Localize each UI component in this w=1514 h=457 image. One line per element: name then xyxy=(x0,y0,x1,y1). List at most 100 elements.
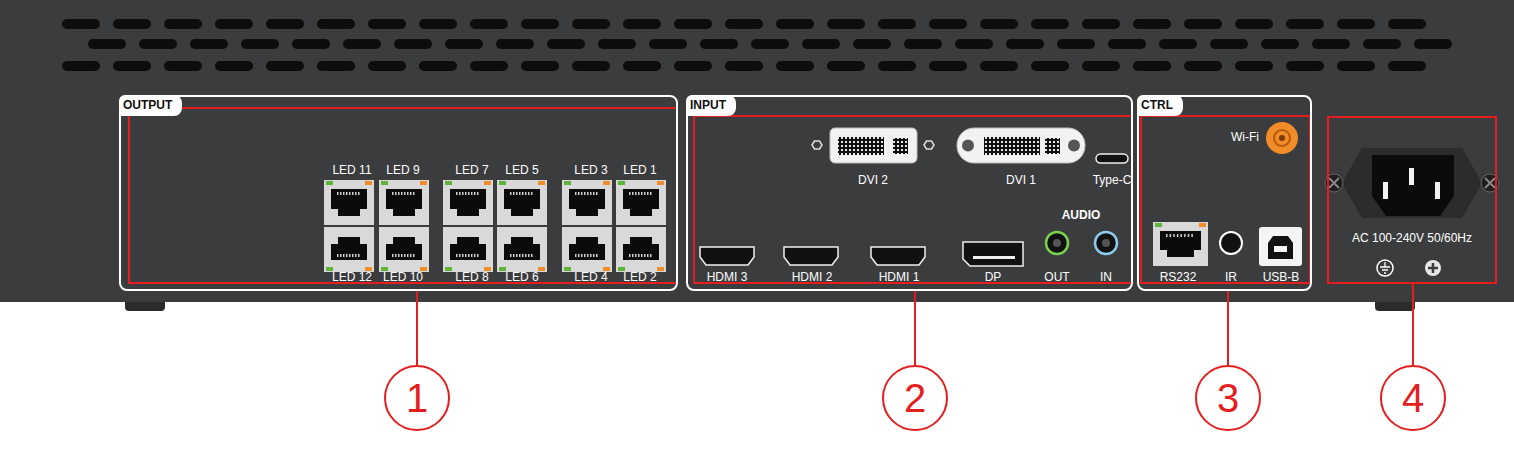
callout-number: 3 xyxy=(1217,378,1239,418)
rj45-frame xyxy=(1153,222,1208,266)
vent-slot xyxy=(88,39,126,49)
vent-slot xyxy=(827,19,865,29)
port-label: DVI 1 xyxy=(1006,174,1036,186)
rj45-pin xyxy=(635,254,637,257)
rj45-pin xyxy=(635,192,637,195)
rj45-opening xyxy=(331,189,367,216)
rj45-pin xyxy=(650,192,652,195)
rj45-pin xyxy=(413,254,415,257)
rj45-pin xyxy=(531,192,533,195)
activity-led xyxy=(657,267,664,271)
section-red-box xyxy=(1141,116,1310,283)
rj45-opening xyxy=(450,189,486,216)
rj45-frame xyxy=(324,180,374,225)
rj45-pin xyxy=(343,254,345,257)
port-label: IR xyxy=(1225,271,1237,283)
vent-slot xyxy=(547,39,585,49)
rj45-pin xyxy=(410,192,412,195)
rj45-port xyxy=(324,180,1208,272)
rj45-pin xyxy=(516,192,518,195)
vent-slot xyxy=(776,19,814,29)
displayport-port xyxy=(963,242,1023,266)
vent-slot xyxy=(215,19,253,29)
rj45-pin xyxy=(525,192,527,195)
rj45-pin xyxy=(456,192,458,195)
leader-line xyxy=(1227,291,1229,365)
rj45-pin xyxy=(465,192,467,195)
rj45-pin xyxy=(355,192,357,195)
leader-line xyxy=(416,291,418,365)
section-red-box xyxy=(129,108,677,283)
port-label: LED 5 xyxy=(505,164,538,176)
vent-slot xyxy=(1133,61,1171,71)
vent-slot xyxy=(827,61,865,71)
vent-slot xyxy=(1286,19,1324,29)
rj45-pin xyxy=(641,254,643,257)
port-label: OUT xyxy=(1044,271,1069,283)
rj45-pin xyxy=(459,254,461,257)
rj45-frame xyxy=(379,227,429,272)
rj45-pin xyxy=(462,254,464,257)
rj45-pin xyxy=(410,254,412,257)
rj45-pin xyxy=(459,192,461,195)
dvi-port xyxy=(962,140,974,152)
power-socket xyxy=(1383,182,1388,199)
vent-slot xyxy=(215,61,253,71)
rj45-pin xyxy=(474,192,476,195)
vent-slot xyxy=(190,39,228,49)
rj45-pin xyxy=(349,192,351,195)
vent-slot xyxy=(1414,39,1452,49)
rj45-pin xyxy=(1177,234,1179,237)
port-label: DVI 2 xyxy=(858,174,888,186)
activity-led xyxy=(538,267,545,271)
rj45-frame xyxy=(497,227,547,272)
rj45-pin xyxy=(632,254,634,257)
port-label: Wi-Fi xyxy=(1231,131,1259,143)
link-led xyxy=(564,267,571,271)
link-led xyxy=(326,267,333,271)
audio-jack xyxy=(1095,232,1117,254)
dvi-port xyxy=(893,138,908,154)
vent-slot xyxy=(955,39,993,49)
vent-slot xyxy=(1363,39,1401,49)
vent-slot xyxy=(470,61,508,71)
vent-slot xyxy=(1082,19,1120,29)
port-label: HDMI 2 xyxy=(792,271,833,283)
vent-slot xyxy=(317,19,355,29)
rj45-pin xyxy=(584,254,586,257)
ir-port xyxy=(1220,232,1242,254)
rj45-pin xyxy=(346,192,348,195)
rj45-pin xyxy=(641,192,643,195)
vent-slot xyxy=(266,19,304,29)
output-section: OUTPUT xyxy=(119,95,678,291)
hdmi-port xyxy=(871,247,925,265)
link-led xyxy=(499,181,506,185)
rj45-pin xyxy=(593,192,595,195)
activity-led xyxy=(365,181,372,185)
rj45-pin xyxy=(404,192,406,195)
ground-symbol xyxy=(1377,260,1393,276)
rj45-pin xyxy=(471,192,473,195)
vent-slot xyxy=(572,61,610,71)
port-label: LED 6 xyxy=(505,271,538,283)
vent-slot xyxy=(1337,19,1375,29)
callout-number: 4 xyxy=(1402,378,1424,418)
rj45-pin xyxy=(358,192,360,195)
rj45-pin xyxy=(462,192,464,195)
vent-slot xyxy=(62,61,100,71)
rj45-pin xyxy=(1184,234,1186,237)
rj45-pin xyxy=(510,254,512,257)
vent-slot xyxy=(1235,61,1273,71)
dvi-port xyxy=(984,137,1040,155)
power-socket xyxy=(1325,148,1499,218)
rj45-pin xyxy=(346,254,348,257)
rj45-opening xyxy=(386,237,422,260)
rj45-pin xyxy=(629,192,631,195)
link-led xyxy=(445,181,452,185)
ground-symbol xyxy=(1380,262,1390,273)
vent-slot xyxy=(266,61,304,71)
rj45-pin xyxy=(349,254,351,257)
rj45-pin xyxy=(343,192,345,195)
